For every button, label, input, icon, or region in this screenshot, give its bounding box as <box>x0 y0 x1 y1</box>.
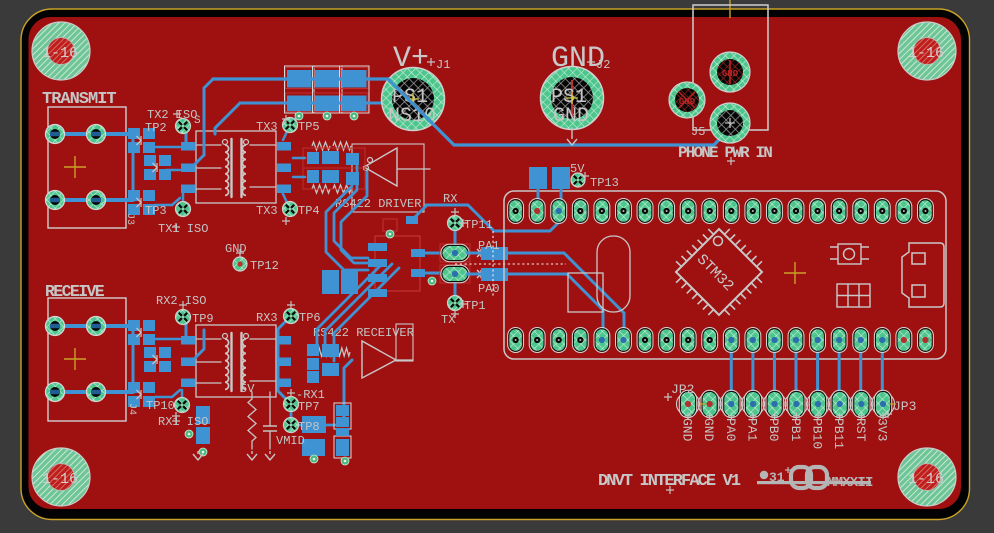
svg-text:TX: TX <box>441 313 455 327</box>
svg-text:RECEIVE: RECEIVE <box>45 282 105 301</box>
svg-text:J2: J2 <box>596 58 610 72</box>
svg-text:GND: GND <box>722 69 739 79</box>
svg-text:RST: RST <box>853 418 868 442</box>
svg-text:PA1: PA1 <box>478 239 500 253</box>
svg-text:TP11: TP11 <box>464 218 493 232</box>
svg-text:GND: GND <box>680 418 695 442</box>
svg-text:TP4: TP4 <box>298 204 320 218</box>
svg-text:TX1 ISO: TX1 ISO <box>158 222 208 236</box>
svg-text:PA1: PA1 <box>745 418 760 442</box>
svg-text:TP8: TP8 <box>298 420 320 434</box>
svg-text:RX2 ISO: RX2 ISO <box>156 294 206 308</box>
svg-text:GND: GND <box>553 105 589 128</box>
svg-text:TP12: TP12 <box>250 259 279 273</box>
svg-text:JP2: JP2 <box>671 382 694 397</box>
svg-text:1-16: 1-16 <box>42 471 78 488</box>
svg-text:TP7: TP7 <box>298 400 320 414</box>
svg-text:JP3: JP3 <box>893 399 916 414</box>
svg-text:PB10: PB10 <box>810 418 825 449</box>
svg-text:TP1: TP1 <box>464 299 486 313</box>
svg-text:PHONE PWR IN: PHONE PWR IN <box>678 144 772 162</box>
svg-text:RX: RX <box>443 192 457 206</box>
svg-text:GND: GND <box>225 242 247 256</box>
svg-text:RX1 ISO: RX1 ISO <box>158 415 208 429</box>
svg-text:TP6: TP6 <box>299 311 321 325</box>
svg-text:J5: J5 <box>691 125 705 139</box>
svg-text:PB0: PB0 <box>766 418 781 441</box>
svg-text:PA0: PA0 <box>478 282 500 296</box>
svg-text:TP9: TP9 <box>192 312 214 326</box>
svg-text:TX3: TX3 <box>256 204 278 218</box>
svg-text:GND: GND <box>679 97 696 107</box>
svg-text:TP2: TP2 <box>145 121 167 135</box>
svg-text:TX3: TX3 <box>256 120 278 134</box>
svg-text:J4: J4 <box>126 403 137 415</box>
svg-text:DNVT INTERFACE V1: DNVT INTERFACE V1 <box>598 472 741 491</box>
svg-text:NS10: NS10 <box>388 105 436 128</box>
svg-text:3V3: 3V3 <box>875 418 890 441</box>
svg-text:1-16: 1-16 <box>908 471 944 488</box>
svg-text:31: 31 <box>769 470 785 485</box>
svg-text:J1: J1 <box>436 58 450 72</box>
svg-text:PB11: PB11 <box>831 418 846 449</box>
svg-text:J3: J3 <box>124 213 135 225</box>
svg-text:VMID: VMID <box>276 434 305 448</box>
svg-text:GND: GND <box>701 418 716 442</box>
svg-text:5V: 5V <box>570 162 585 176</box>
svg-text:1-16: 1-16 <box>42 45 78 62</box>
svg-text:TX2 ISO: TX2 ISO <box>147 108 197 122</box>
svg-text:TP3: TP3 <box>145 204 167 218</box>
svg-text:1-16: 1-16 <box>908 45 944 62</box>
svg-text:5V: 5V <box>240 382 255 396</box>
svg-text:S: S <box>194 115 201 127</box>
svg-text:-RX1: -RX1 <box>296 388 325 402</box>
svg-text:TRANSMIT: TRANSMIT <box>42 90 116 109</box>
svg-text:TP10: TP10 <box>146 399 175 413</box>
svg-text:PB1: PB1 <box>788 418 803 442</box>
svg-text:PA0: PA0 <box>723 418 738 441</box>
svg-text:MMXXII: MMXXII <box>827 475 873 491</box>
svg-text:RX3: RX3 <box>256 311 278 325</box>
svg-text:TP5: TP5 <box>298 120 320 134</box>
svg-text:TP13: TP13 <box>590 176 619 190</box>
